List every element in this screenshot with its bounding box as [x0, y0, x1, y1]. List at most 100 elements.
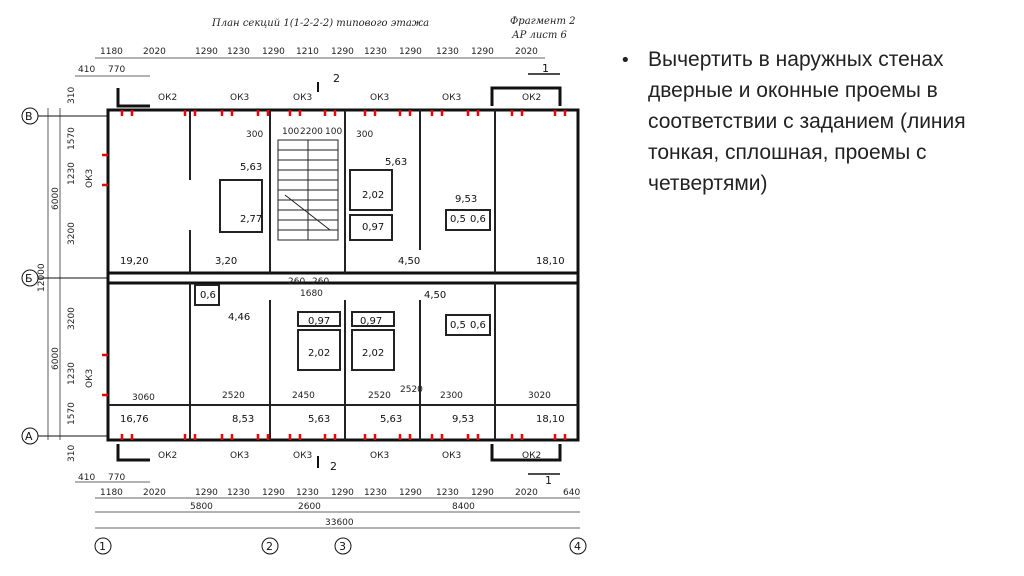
window-tags-bottom: ОК2 ОК3 ОК3 ОК3 ОК3 ОК2: [158, 451, 541, 461]
window-tag: ОК3: [370, 451, 389, 461]
dim-text: 1570: [67, 402, 77, 425]
dim-text: 1230: [227, 488, 250, 498]
inner-dimensions: 300 100 2200 100 300 2520 3060 2520 2450…: [132, 127, 551, 403]
bottom-dimensions: 410 770 1180 2020 1290 1230 1290 1230 12…: [78, 473, 580, 528]
fragment-label: Фрагмент 2: [510, 16, 576, 27]
window-tag: ОК2: [158, 93, 177, 103]
room-area: 18,10: [536, 256, 565, 267]
dim-text: 1230: [296, 488, 319, 498]
axis-label: А: [25, 430, 33, 443]
room-area: 2,02: [362, 190, 384, 201]
dim-text: 260: [312, 277, 329, 287]
dim-text: 3200: [67, 307, 77, 330]
room-area: 4,50: [424, 290, 446, 301]
window-tag: ОК2: [158, 451, 177, 461]
dim-text: 310: [67, 445, 77, 462]
dim-text: 1230: [364, 488, 387, 498]
dim-text: 1180: [100, 47, 123, 57]
room-area: 0,5: [450, 214, 466, 225]
room-area: 16,76: [120, 414, 149, 425]
room-area: 4,46: [228, 312, 250, 323]
room-area: 2,77: [240, 214, 262, 225]
opening-marks: [102, 110, 567, 440]
section-mark: 2: [330, 460, 337, 473]
dim-text: 1290: [399, 47, 422, 57]
dim-text: 1290: [471, 47, 494, 57]
dim-text: 640: [563, 488, 580, 498]
room-area: 0,5: [450, 320, 466, 331]
bullet-list: • Вычертить в наружных стенах дверные и …: [620, 44, 1000, 199]
dim-text: 2450: [292, 391, 315, 401]
dim-text: 770: [108, 473, 125, 483]
room-area: 9,53: [452, 414, 474, 425]
room-area: 0,6: [200, 290, 216, 301]
room-area: 0,6: [470, 320, 486, 331]
floor-plan-drawing: План секций 1(1-2-2-2) типового этажа Фр…: [21, 16, 587, 555]
window-tag: ОК2: [522, 93, 541, 103]
dim-text: 1290: [262, 488, 285, 498]
axis-label: В: [25, 110, 33, 123]
window-tag: ОК3: [230, 451, 249, 461]
top-dimensions: 410 770 1180 2020 1290 1230 1290 1210 12…: [78, 47, 538, 75]
dim-text: 2300: [440, 391, 463, 401]
dim-text: 2020: [143, 47, 166, 57]
dim-text: 2520: [222, 391, 245, 401]
dim-text: 2200: [300, 127, 323, 137]
dim-text: 100: [282, 127, 299, 137]
axis-label: 2: [266, 540, 273, 553]
dim-text: 2520: [368, 391, 391, 401]
dim-text: 1290: [399, 488, 422, 498]
window-tag: ОК3: [230, 93, 249, 103]
dim-text: 6000: [51, 187, 61, 210]
dim-text: ОК3: [85, 369, 95, 388]
room-area: 5,63: [385, 157, 407, 168]
left-dimensions: 310 1570 1230 3200 3200 1230 1570 310 ОК…: [37, 87, 95, 462]
window-tag: ОК3: [370, 93, 389, 103]
dim-text: 1180: [100, 488, 123, 498]
dim-text: 1230: [364, 47, 387, 57]
room-area: 19,20: [120, 256, 149, 267]
dim-text: 1680: [300, 289, 323, 299]
bullet-text: Вычертить в наружных стенах дверные и ок…: [648, 48, 966, 195]
room-area: 3,20: [215, 256, 237, 267]
sheet-label: АР лист 6: [511, 30, 568, 41]
dim-text: 1290: [195, 47, 218, 57]
dim-text: 770: [108, 65, 125, 75]
dim-text: 1570: [67, 127, 77, 150]
outer-walls: [106, 86, 580, 462]
dim-text: 310: [67, 87, 77, 104]
dim-text: 260: [288, 277, 305, 287]
window-tag: ОК2: [522, 451, 541, 461]
room-areas: 5,63 5,63 2,77 2,02 0,97 9,53 19,20 3,20…: [120, 157, 565, 425]
window-tag: ОК3: [442, 451, 461, 461]
dim-text: 2600: [298, 502, 321, 512]
axis-label: 1: [99, 540, 106, 553]
dim-text: 1230: [436, 488, 459, 498]
dim-text: 3060: [132, 393, 155, 403]
axis-label: Б: [25, 272, 33, 285]
staircase: [277, 139, 339, 241]
bullet-icon: •: [620, 50, 631, 71]
dim-text: 6000: [51, 347, 61, 370]
room-area: 5,63: [240, 162, 262, 173]
room-area: 5,63: [380, 414, 402, 425]
dim-text: 300: [356, 130, 373, 140]
dim-text: 1230: [67, 162, 77, 185]
room-area: 2,02: [308, 348, 330, 359]
dim-text: 8400: [452, 502, 475, 512]
room-area: 9,53: [455, 194, 477, 205]
dim-text: 3200: [67, 222, 77, 245]
dim-text: 300: [246, 130, 263, 140]
dim-text: 2020: [143, 488, 166, 498]
dim-text: 410: [78, 473, 95, 483]
dim-text: 2020: [515, 488, 538, 498]
room-area: 8,53: [232, 414, 254, 425]
dim-text: 1210: [296, 47, 319, 57]
dim-text: 1230: [227, 47, 250, 57]
room-area: 0,97: [360, 316, 382, 327]
axis-label: 4: [574, 540, 581, 553]
dim-text: 1290: [262, 47, 285, 57]
dim-text: 2520: [400, 385, 423, 395]
window-tag: ОК3: [442, 93, 461, 103]
dim-text: 5800: [190, 502, 213, 512]
